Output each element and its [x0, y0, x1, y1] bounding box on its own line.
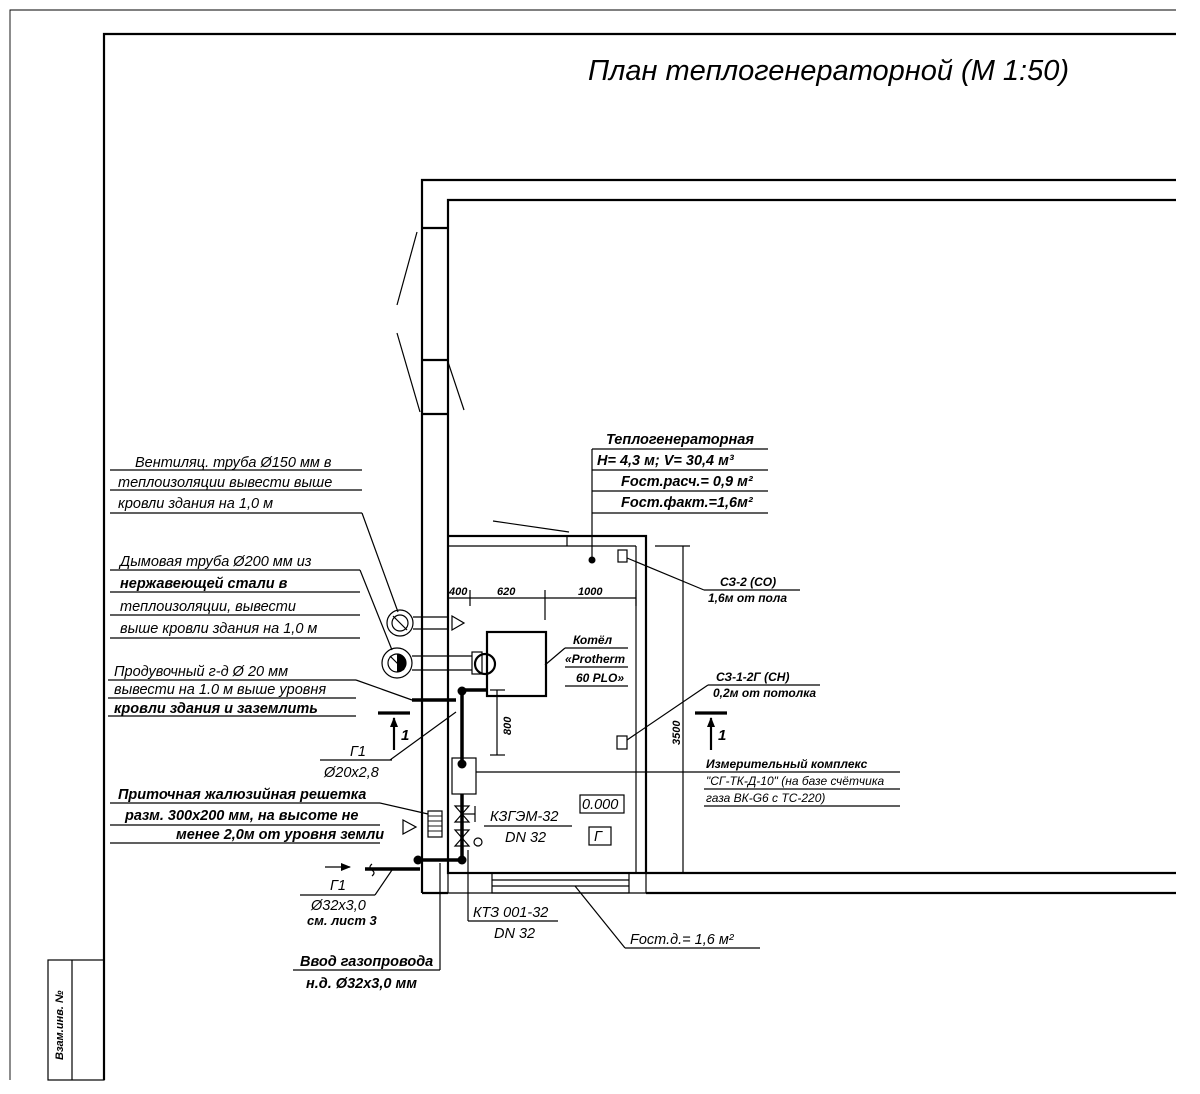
callout-grille-lines: [110, 802, 429, 844]
callout-se2-lines: [626, 557, 800, 591]
callout-purge-line-2: вывести на 1.0 м выше уровня: [114, 682, 326, 698]
callout-grille-line-2: разм. 300x200 мм, на высоте не: [124, 808, 358, 824]
room-name: Теплогенераторная: [606, 432, 754, 448]
callout-chimney-lines: [110, 569, 393, 651]
callout-gas-inlet-line-2: н.д. Ø32x3,0 мм: [306, 976, 417, 992]
callout-g1-small-line-2: Ø20x2,8: [323, 765, 379, 781]
section-label-left: 1: [401, 727, 409, 744]
callout-gas-inlet-lines: [293, 863, 441, 971]
callout-ktz-line-2: DN 32: [494, 926, 535, 942]
callout-se12g-line-1: СЗ-1-2Г (СН): [716, 670, 789, 684]
boiler: [471, 630, 548, 698]
callout-ktz-line-1: КТЗ 001-32: [473, 905, 548, 921]
callout-vent-line-2: теплоизоляции вывести выше: [118, 475, 332, 491]
callout-boiler-lines: [544, 647, 628, 687]
air-grille: [402, 810, 443, 838]
page-title: План теплогенераторной (М 1:50): [588, 55, 1069, 87]
room-area-calc: Fост.расч.= 0,9 м²: [621, 474, 754, 490]
callout-purge-line-3: кровли здания и заземлить: [114, 701, 318, 717]
callout-g1-main-line-1: Г1: [330, 878, 346, 894]
callout-purge-lines: [108, 679, 413, 717]
callout-chimney-line-4: выше кровли здания на 1,0 м: [120, 621, 317, 637]
callout-door-area: Fост.д.= 1,6 м²: [630, 932, 735, 948]
room-area-fact: Fост.факт.=1,6м²: [621, 495, 754, 511]
callout-ktz-lines: [467, 850, 558, 922]
callout-meter-line-2: "СГ-ТК-Д-10" (на базе счётчика: [706, 774, 884, 788]
level-box: [579, 794, 625, 814]
stamp-label: Взам.инв. №: [54, 990, 66, 1060]
section-label-right: 1: [718, 727, 726, 744]
sensor-ch: [616, 735, 628, 750]
callout-grille-line-3: менее 2,0м от уровня земли: [176, 827, 384, 843]
sheet-frame: [9, 9, 1176, 1081]
callout-se12g-lines: [626, 684, 820, 741]
sensor-co: [617, 549, 628, 563]
dimension-lines: [448, 545, 690, 874]
callout-vent-lines: [110, 469, 399, 613]
section-marker-right: [695, 711, 727, 750]
callout-gas-inlet-line-1: Ввод газопровода: [300, 954, 433, 970]
dim-400: 400: [448, 586, 468, 598]
callout-kzgem-line-1: КЗГЭМ-32: [490, 809, 558, 825]
callout-g1-small-line-1: Г1: [350, 744, 366, 760]
callout-chimney-line-2: нержавеющей стали в: [120, 576, 288, 592]
dim-800: 800: [502, 716, 514, 735]
valve-ktz: [453, 829, 483, 847]
level-mark: 0.000: [582, 797, 618, 813]
chimney-pipe: [381, 647, 472, 679]
room-info-lines: [591, 448, 768, 560]
category-box: [588, 826, 612, 846]
callout-chimney-line-3: теплоизоляции, вывести: [120, 599, 296, 615]
callout-vent-line-1: Вентиляц. труба Ø150 мм в: [135, 455, 332, 471]
callout-se2-line-2: 1,6м от пола: [708, 591, 787, 605]
dim-3500: 3500: [671, 720, 683, 745]
callout-g1-main-leader: [374, 869, 393, 896]
callout-boiler-line-3: 60 PLO»: [576, 671, 624, 685]
gas-piping: [365, 686, 488, 877]
callout-kzgem-line-2: DN 32: [505, 830, 546, 846]
callout-g1-main-line-2: Ø32x3,0: [310, 898, 366, 914]
dim-620: 620: [497, 586, 516, 598]
building-walls: [396, 178, 1176, 895]
callout-g1-small-leader: [389, 711, 457, 761]
dim-1000: 1000: [578, 586, 603, 598]
callout-boiler-line-1: Котёл: [573, 633, 613, 647]
callout-chimney-line-1: Дымовая труба Ø200 мм из: [118, 554, 312, 570]
vent-pipe: [386, 609, 466, 637]
callout-se2-line-1: СЗ-2 (СО): [720, 575, 776, 589]
room-params: H= 4,3 м; V= 30,4 м³: [597, 453, 735, 469]
callout-meter-lines: [476, 771, 900, 807]
callout-meter-line-3: газа ВК-G6 с ТС-220): [706, 791, 825, 805]
section-marker-left: [378, 711, 410, 750]
callout-door-lines: [574, 885, 760, 949]
valve-kzgem: [453, 805, 476, 823]
callout-purge-line-1: Продувочный г-д Ø 20 мм: [114, 664, 288, 680]
category-mark: Г: [594, 829, 603, 845]
callout-meter-line-1: Измерительный комплекс: [706, 757, 868, 771]
boiler-room: [446, 520, 1176, 895]
callout-g1-main-line-3: см. лист 3: [307, 913, 377, 928]
callout-grille-line-1: Приточная жалюзийная решетка: [118, 787, 366, 803]
callout-vent-line-3: кровли здания на 1,0 м: [118, 496, 273, 512]
callout-boiler-line-2: «Protherm: [565, 652, 625, 666]
callout-se12g-line-2: 0,2м от потолка: [713, 686, 816, 700]
